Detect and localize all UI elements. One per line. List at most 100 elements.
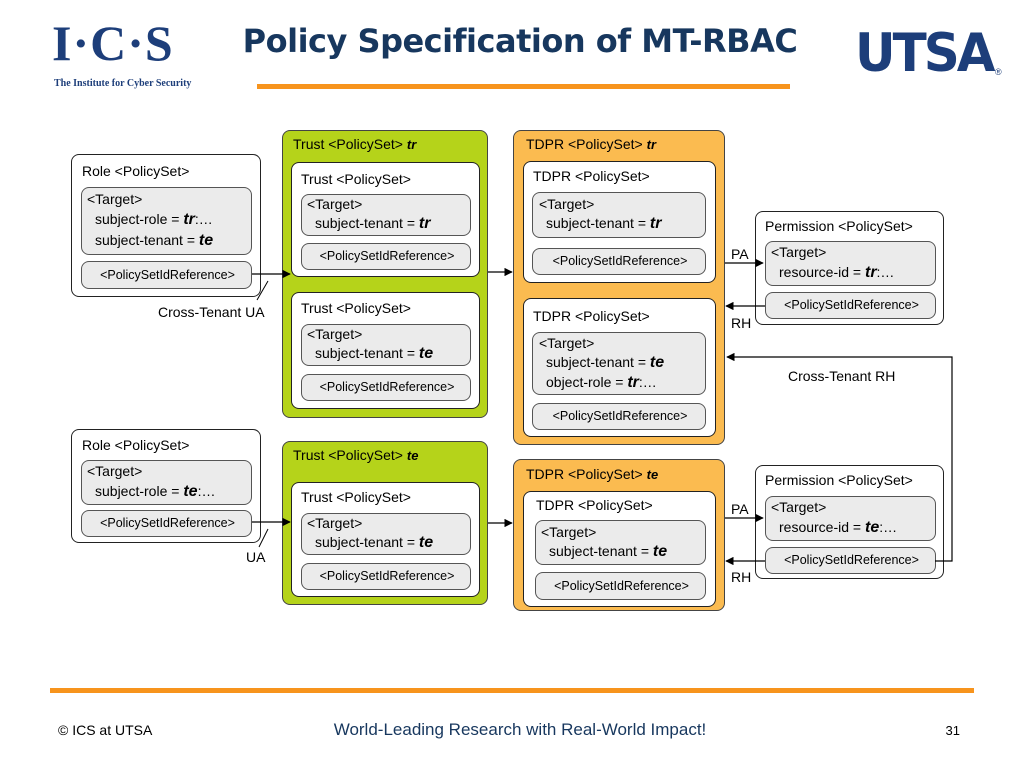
perm-bottom-ref-label: <PolicySetIdReference>	[784, 553, 919, 567]
trust-tr-inner1-ref: <PolicySetIdReference>	[301, 243, 471, 270]
perm-bottom-line: resource-id = te:…	[779, 519, 898, 536]
tdpr-tr-inner1-title: TDPR <PolicySet>	[533, 168, 650, 184]
tdpr-policyset-te: TDPR <PolicySet> te TDPR <PolicySet> <Ta…	[513, 459, 725, 611]
trust-policyset-tr: Trust <PolicySet> tr Trust <PolicySet> <…	[282, 130, 488, 418]
trust-tr-inner1-target-label: <Target>	[307, 196, 363, 212]
tdpr-tr-inner1-target-label: <Target>	[539, 196, 595, 212]
tdpr-tr-inner-1: TDPR <PolicySet> <Target> subject-tenant…	[523, 161, 716, 283]
role-bottom-title: Role <PolicySet>	[82, 437, 190, 453]
tdpr-tr-inner1-ref-label: <PolicySetIdReference>	[552, 254, 688, 268]
trust-tr-inner2-line: subject-tenant = te	[315, 345, 434, 362]
trust-tr-header: Trust <PolicySet> tr	[293, 136, 417, 152]
tdpr-tr-inner2-ref-label: <PolicySetIdReference>	[552, 409, 688, 423]
role-policyset-top: Role <PolicySet> <Target> subject-role =…	[71, 154, 261, 297]
tdpr-te-inner-title: TDPR <PolicySet>	[536, 497, 653, 513]
tdpr-te-header: TDPR <PolicySet> te	[526, 466, 659, 482]
trust-te-inner: Trust <PolicySet> <Target> subject-tenan…	[291, 482, 480, 597]
permission-policyset-top: Permission <PolicySet> <Target> resource…	[755, 211, 944, 325]
trust-te-inner-line: subject-tenant = te	[315, 534, 434, 551]
role-bottom-ref-label: <PolicySetIdReference>	[100, 516, 235, 530]
role-top-title: Role <PolicySet>	[82, 163, 190, 179]
ics-logo: I·C·S The Institute for Cyber Security	[52, 15, 192, 96]
tdpr-te-inner-line: subject-tenant = te	[549, 543, 668, 560]
trust-policyset-te: Trust <PolicySet> te Trust <PolicySet> <…	[282, 441, 488, 605]
trust-tr-inner-1: Trust <PolicySet> <Target> subject-tenan…	[291, 162, 480, 277]
page-number: 31	[945, 723, 960, 738]
title-underline	[257, 84, 790, 89]
trust-te-inner-target-label: <Target>	[307, 515, 363, 531]
footer-copyright: © ICS at UTSA	[58, 722, 153, 738]
footer-tagline: World-Leading Research with Real-World I…	[333, 720, 707, 739]
role-top-line2: subject-tenant = te	[95, 232, 214, 249]
footer-divider	[50, 688, 974, 693]
perm-top-target: <Target> resource-id = tr:…	[765, 241, 936, 286]
tdpr-te-inner-target-label: <Target>	[541, 524, 597, 540]
trust-tr-inner2-title: Trust <PolicySet>	[301, 300, 411, 316]
label-cross-tenant-ua: Cross-Tenant UA	[158, 304, 265, 320]
tdpr-te-inner-ref: <PolicySetIdReference>	[535, 572, 706, 600]
trust-te-inner-title: Trust <PolicySet>	[301, 489, 411, 505]
role-bottom-target: <Target> subject-role = te:…	[81, 460, 252, 505]
leader-cross-tenant-ua	[256, 280, 269, 301]
utsa-logo: UTSA	[855, 22, 995, 84]
tdpr-tr-inner2-line1: subject-tenant = te	[546, 354, 665, 371]
trust-tr-inner2-target-label: <Target>	[307, 326, 363, 342]
tdpr-tr-inner2-target-label: <Target>	[539, 335, 595, 351]
perm-bottom-target: <Target> resource-id = te:…	[765, 496, 936, 541]
perm-top-title: Permission <PolicySet>	[765, 218, 913, 234]
role-top-line1: subject-role = tr:…	[95, 211, 213, 228]
trust-tr-inner-2: Trust <PolicySet> <Target> subject-tenan…	[291, 292, 480, 409]
leader-ua	[258, 528, 269, 548]
perm-bottom-ref: <PolicySetIdReference>	[765, 547, 936, 574]
label-rh-top: RH	[731, 315, 752, 331]
role-bottom-line1: subject-role = te:…	[95, 483, 216, 500]
trust-tr-inner2-ref-label: <PolicySetIdReference>	[319, 380, 455, 394]
label-pa-top: PA	[731, 246, 749, 262]
role-top-ref: <PolicySetIdReference>	[81, 261, 252, 289]
trust-te-inner-target: <Target> subject-tenant = te	[301, 513, 471, 555]
tdpr-policyset-tr: TDPR <PolicySet> tr TDPR <PolicySet> <Ta…	[513, 130, 725, 445]
tdpr-tr-inner1-line: subject-tenant = tr	[546, 215, 662, 232]
perm-top-target-label: <Target>	[771, 244, 827, 260]
perm-top-ref-label: <PolicySetIdReference>	[784, 298, 919, 312]
trust-te-header: Trust <PolicySet> te	[293, 447, 419, 463]
permission-policyset-bottom: Permission <PolicySet> <Target> resource…	[755, 465, 944, 579]
perm-top-line: resource-id = tr:…	[779, 264, 895, 281]
ics-logo-subtitle: The Institute for Cyber Security	[54, 78, 192, 89]
label-ua: UA	[246, 549, 266, 565]
trust-tr-inner2-target: <Target> subject-tenant = te	[301, 324, 471, 366]
utsa-registered-mark: ®	[995, 67, 1002, 77]
arrow-cross-tenant-rh	[726, 352, 953, 562]
role-top-ref-label: <PolicySetIdReference>	[100, 268, 235, 282]
label-rh-bottom: RH	[731, 569, 752, 585]
trust-tr-inner2-ref: <PolicySetIdReference>	[301, 374, 471, 401]
tdpr-te-inner-target: <Target> subject-tenant = te	[535, 520, 706, 565]
role-top-target: <Target> subject-role = tr:… subject-ten…	[81, 187, 252, 255]
tdpr-tr-inner1-ref: <PolicySetIdReference>	[532, 248, 706, 275]
page-title: Policy Specification of MT-RBAC	[242, 22, 798, 60]
perm-top-ref: <PolicySetIdReference>	[765, 292, 936, 319]
trust-tr-inner1-line: subject-tenant = tr	[315, 215, 431, 232]
perm-bottom-target-label: <Target>	[771, 499, 827, 515]
tdpr-tr-inner2-title: TDPR <PolicySet>	[533, 308, 650, 324]
ics-logo-text: I·C·S	[52, 15, 174, 71]
tdpr-te-inner: TDPR <PolicySet> <Target> subject-tenant…	[523, 491, 716, 607]
tdpr-tr-inner-2: TDPR <PolicySet> <Target> subject-tenant…	[523, 298, 716, 437]
trust-tr-inner1-target: <Target> subject-tenant = tr	[301, 194, 471, 236]
trust-te-inner-ref-label: <PolicySetIdReference>	[319, 569, 455, 583]
role-top-target-label: <Target>	[87, 191, 143, 207]
tdpr-tr-header: TDPR <PolicySet> tr	[526, 136, 656, 152]
role-bottom-target-label: <Target>	[87, 463, 143, 479]
trust-te-inner-ref: <PolicySetIdReference>	[301, 563, 471, 590]
perm-bottom-title: Permission <PolicySet>	[765, 472, 913, 488]
tdpr-tr-inner2-target: <Target> subject-tenant = te object-role…	[532, 332, 706, 395]
trust-tr-inner1-ref-label: <PolicySetIdReference>	[319, 249, 455, 263]
tdpr-tr-inner2-ref: <PolicySetIdReference>	[532, 403, 706, 430]
role-policyset-bottom: Role <PolicySet> <Target> subject-role =…	[71, 429, 261, 543]
trust-tr-inner1-title: Trust <PolicySet>	[301, 171, 411, 187]
label-pa-bottom: PA	[731, 501, 749, 517]
label-cross-tenant-rh: Cross-Tenant RH	[788, 368, 896, 384]
role-bottom-ref: <PolicySetIdReference>	[81, 510, 252, 537]
tdpr-te-inner-ref-label: <PolicySetIdReference>	[554, 579, 689, 593]
